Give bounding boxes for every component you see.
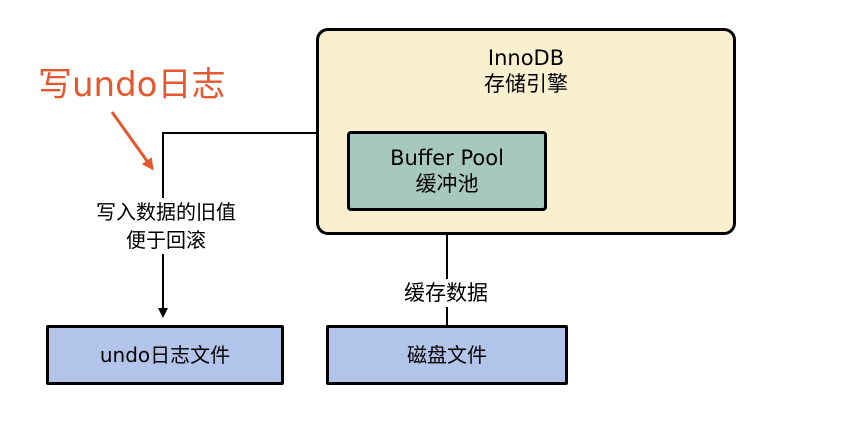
disk-file-box: 磁盘文件 — [326, 325, 568, 385]
engine-title: InnoDB — [487, 46, 565, 70]
old-value-edge-label: 写入数据的旧值 便于回滚 — [80, 198, 252, 254]
buffer-pool-title: Buffer Pool — [390, 146, 504, 170]
undo-log-file-label: undo日志文件 — [99, 343, 231, 367]
write-undo-log-annotation: 写undo日志 — [38, 65, 226, 105]
buffer-pool-subtitle: 缓冲池 — [415, 172, 479, 196]
old-value-edge-label-line1: 写入数据的旧值 — [96, 200, 236, 224]
buffer-pool-box: Buffer Pool 缓冲池 — [347, 131, 547, 211]
undo-log-file-box: undo日志文件 — [46, 325, 284, 385]
engine-to-undo-arrow — [158, 132, 316, 318]
cache-data-edge-label: 缓存数据 — [392, 279, 500, 307]
old-value-edge-label-line2: 便于回滚 — [126, 228, 206, 252]
disk-file-label: 磁盘文件 — [407, 343, 487, 367]
annotation-pointer-arrow — [110, 111, 154, 171]
engine-subtitle: 存储引擎 — [484, 72, 568, 96]
